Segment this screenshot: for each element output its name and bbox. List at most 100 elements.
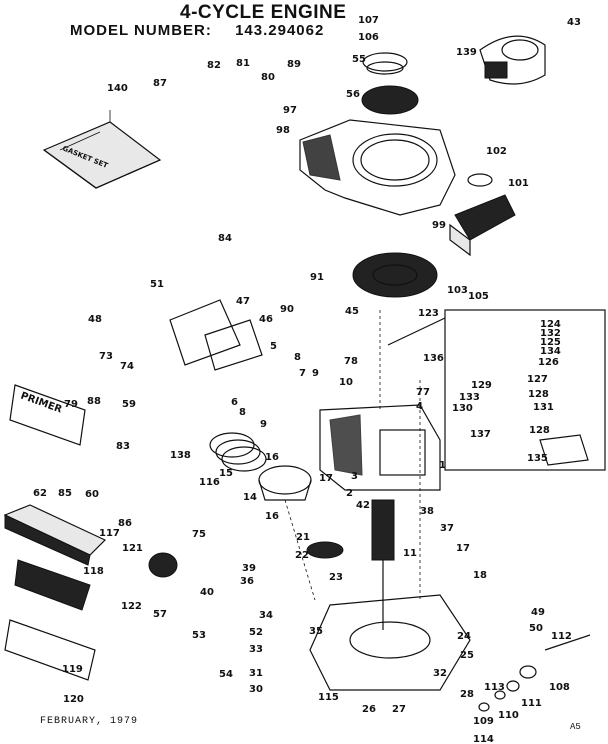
- callout-6: 6: [231, 397, 238, 408]
- primer-tag: PRIMER: [9, 384, 86, 446]
- air-filter-118: [14, 559, 91, 611]
- callout-98: 98: [276, 125, 290, 136]
- callout-38: 38: [420, 506, 434, 517]
- footer-code: A5: [570, 722, 581, 732]
- callout-32: 32: [433, 668, 447, 679]
- model-number-line: MODEL NUMBER: 143.294062: [70, 22, 324, 39]
- crankshaft: [371, 499, 395, 630]
- carburetor-plate: [169, 299, 263, 371]
- rewind-starter: [479, 35, 546, 85]
- callout-123: 123: [418, 308, 439, 319]
- blower-housing: [299, 119, 456, 216]
- callout-55: 55: [352, 54, 366, 65]
- rotating-screen: [361, 85, 419, 115]
- callout-34: 34: [259, 610, 273, 621]
- callout-128: 128: [528, 389, 549, 400]
- callout-9: 9: [312, 368, 319, 379]
- callout-35: 35: [309, 626, 323, 637]
- callout-62: 62: [33, 488, 47, 499]
- diagram-title: 4-CYCLE ENGINE: [180, 2, 347, 23]
- callout-9: 9: [260, 419, 267, 430]
- callout-131: 131: [533, 402, 554, 413]
- callout-26: 26: [362, 704, 376, 715]
- callout-80: 80: [261, 72, 275, 83]
- callout-53: 53: [192, 630, 206, 641]
- callout-127: 127: [527, 374, 548, 385]
- callout-1: 1: [439, 460, 446, 471]
- callout-139: 139: [456, 47, 477, 58]
- callout-82: 82: [207, 60, 221, 71]
- callout-133: 133: [459, 392, 480, 403]
- callout-22: 22: [295, 550, 309, 561]
- callout-45: 45: [345, 306, 359, 317]
- callout-60: 60: [85, 489, 99, 500]
- callout-21: 21: [296, 532, 310, 543]
- callout-54: 54: [219, 669, 233, 680]
- callout-18: 18: [473, 570, 487, 581]
- callout-3: 3: [351, 471, 358, 482]
- callout-106: 106: [358, 32, 379, 43]
- callout-89: 89: [287, 59, 301, 70]
- cylinder-block: [319, 404, 441, 491]
- callout-7: 7: [299, 368, 306, 379]
- callout-138: 138: [170, 450, 191, 461]
- callout-74: 74: [120, 361, 134, 372]
- model-number-label: MODEL NUMBER:: [70, 22, 212, 39]
- callout-87: 87: [153, 78, 167, 89]
- callout-107: 107: [358, 15, 379, 26]
- callout-116: 116: [199, 477, 220, 488]
- callout-83: 83: [116, 441, 130, 452]
- callout-118: 118: [83, 566, 104, 577]
- callout-36: 36: [240, 576, 254, 587]
- callout-108: 108: [549, 682, 570, 693]
- callout-132: 132: [540, 328, 561, 339]
- inset-detail-box: [444, 309, 606, 471]
- callout-17: 17: [456, 543, 470, 554]
- callout-140: 140: [107, 83, 128, 94]
- callout-128: 128: [529, 425, 550, 436]
- callout-2: 2: [346, 488, 353, 499]
- callout-30: 30: [249, 684, 263, 695]
- callout-105: 105: [468, 291, 489, 302]
- callout-27: 27: [392, 704, 406, 715]
- callout-103: 103: [447, 285, 468, 296]
- callout-77: 77: [416, 387, 430, 398]
- callout-85: 85: [58, 488, 72, 499]
- callout-33: 33: [249, 644, 263, 655]
- callout-10: 10: [339, 377, 353, 388]
- callout-49: 49: [531, 607, 545, 618]
- callout-111: 111: [521, 698, 542, 709]
- callout-113: 113: [484, 682, 505, 693]
- callout-24: 24: [457, 631, 471, 642]
- callout-91: 91: [310, 272, 324, 283]
- callout-16: 16: [265, 452, 279, 463]
- inset-bracket-136: [539, 434, 589, 466]
- callout-97: 97: [283, 105, 297, 116]
- piston: [258, 465, 312, 501]
- callout-40: 40: [200, 587, 214, 598]
- callout-50: 50: [529, 623, 543, 634]
- callout-124: 124: [540, 319, 561, 330]
- callout-88: 88: [87, 396, 101, 407]
- air-cleaner-body-119: [4, 619, 96, 681]
- callout-59: 59: [122, 399, 136, 410]
- callout-75: 75: [192, 529, 206, 540]
- callout-46: 46: [259, 314, 273, 325]
- callout-11: 11: [403, 548, 417, 559]
- callout-109: 109: [473, 716, 494, 727]
- callout-48: 48: [88, 314, 102, 325]
- callout-79: 79: [64, 399, 78, 410]
- callout-57: 57: [153, 609, 167, 620]
- callout-129: 129: [471, 380, 492, 391]
- shaft-112: [478, 634, 591, 712]
- callout-8: 8: [294, 352, 301, 363]
- callout-78: 78: [344, 356, 358, 367]
- callout-37: 37: [440, 523, 454, 534]
- callout-137: 137: [470, 429, 491, 440]
- callout-117: 117: [99, 528, 120, 539]
- callout-56: 56: [346, 89, 360, 100]
- callout-28: 28: [460, 689, 474, 700]
- starter-cup: [362, 52, 408, 72]
